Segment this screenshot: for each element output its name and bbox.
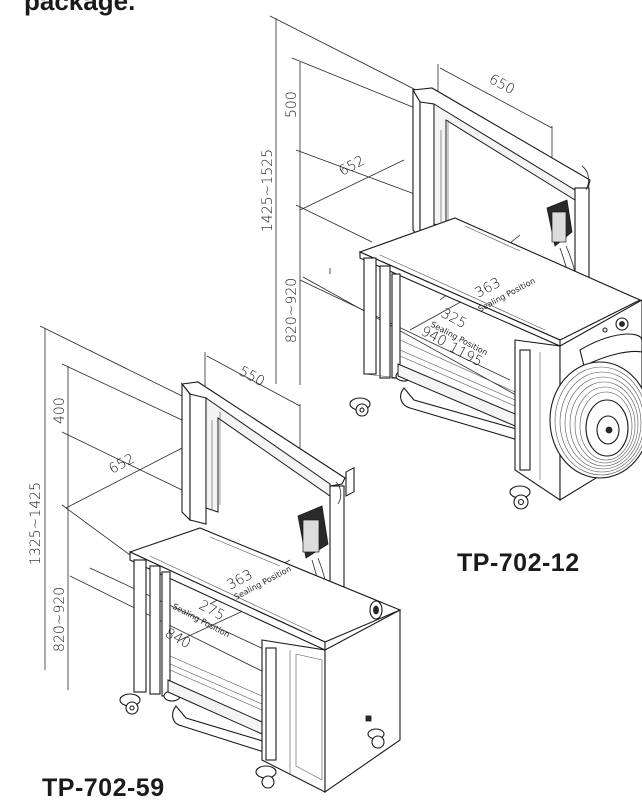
model-label-702-59: TP-702-59 [42,774,165,802]
dim-59-arch-height: 400 [52,397,68,424]
machine-702-59-drawing: 1325~1425 400 820~920 550 652 363 Sealin… [28,325,402,794]
dim-12-table-height: 820~920 [284,278,300,343]
dim-59-total-height: 1325~1425 [28,482,44,565]
header-fragment-text: package. [24,0,136,16]
machine-702-12-drawing: 1425~1525 500 820~920 650 652 363 Sealin… [260,15,642,510]
dim-59-table-height: 820~920 [52,587,68,652]
dim-12-table-depth: 652 [336,153,367,180]
model-label-702-12: TP-702-12 [457,549,580,577]
dim-12-arch-width: 650 [486,71,517,98]
dim-12-arch-height: 500 [284,91,300,118]
strap-coil-12 [549,361,642,479]
dim-12-total-height: 1425~1525 [260,149,276,232]
